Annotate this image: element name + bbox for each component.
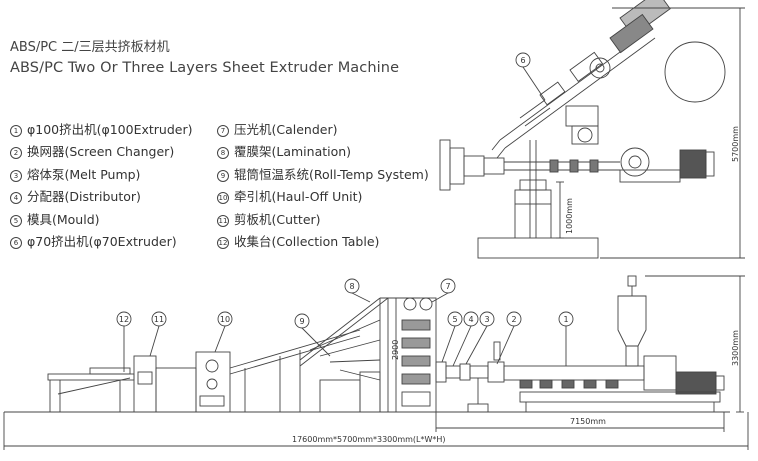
legend-number: 8 bbox=[217, 147, 229, 160]
legend-item: 12 收集台(Collection Table) bbox=[217, 231, 429, 253]
side-height-dim: 5700mm bbox=[731, 126, 740, 162]
legend-number: 7 bbox=[217, 125, 229, 137]
post-height-dim: 1000mm bbox=[565, 198, 574, 234]
legend-number: 6 bbox=[10, 236, 22, 249]
side-view: 6 1000mm 5700mm bbox=[439, 0, 745, 259]
callout-8-label: 8 bbox=[349, 282, 354, 291]
hopper-circle bbox=[664, 41, 726, 103]
legend-text: 剪板机(Cutter) bbox=[234, 211, 321, 227]
cutter: 11 bbox=[133, 311, 197, 413]
callout-9-label: 9 bbox=[299, 317, 304, 326]
callout-5-label: 5 bbox=[452, 315, 457, 324]
legend-text: 熔体泵(Melt Pump) bbox=[27, 166, 141, 182]
callout-7-label: 7 bbox=[445, 282, 450, 291]
front-height-dim: 3300mm bbox=[731, 330, 740, 366]
legend-right: 7 压光机(Calender) 8 覆膜架(Lamination) 9 辊筒恒温系统(… bbox=[217, 119, 429, 253]
callout-6-label: 6 bbox=[520, 56, 525, 65]
legend-text: 压光机(Calender) bbox=[234, 122, 338, 137]
legend-item: 11 剪板机(Cutter) bbox=[217, 209, 429, 231]
title-cn: ABS/PC 二/三层共挤板材机 bbox=[10, 40, 170, 55]
legend-text: 换网器(Screen Changer) bbox=[27, 144, 175, 160]
legend-text: φ70挤出机(φ70Extruder) bbox=[27, 233, 177, 249]
callout-1-label: 1 bbox=[563, 315, 568, 324]
inclined-extruder bbox=[491, 0, 671, 159]
legend-item: 9 辊筒恒温系统(Roll-Temp System) bbox=[217, 164, 429, 186]
legend-item: 3 熔体泵(Melt Pump) bbox=[10, 164, 193, 186]
legend-item: 4 分配器(Distributor) bbox=[10, 186, 193, 208]
legend-text: 辊筒恒温系统(Roll-Temp System) bbox=[234, 166, 429, 182]
legend-number: 9 bbox=[217, 169, 229, 182]
calender: 7 2900 bbox=[391, 278, 456, 413]
front-view: 12 11 10 bbox=[3, 275, 749, 450]
legend-text: φ100挤出机(φ100Extruder) bbox=[27, 122, 193, 137]
legend-text: 分配器(Distributor) bbox=[27, 189, 141, 205]
callout-4-label: 4 bbox=[468, 315, 473, 324]
callout-2-label: 2 bbox=[511, 315, 516, 324]
lamination-frame: 8 9 bbox=[294, 278, 420, 413]
legend-number: 11 bbox=[217, 214, 229, 227]
callout-10-label: 10 bbox=[220, 315, 230, 324]
legend-text: 牵引机(Haul-Off Unit) bbox=[234, 189, 363, 205]
main-extruder-side bbox=[439, 139, 715, 191]
legend-text: 收集台(Collection Table) bbox=[234, 233, 380, 249]
roller-conveyor bbox=[229, 329, 361, 412]
legend-number: 3 bbox=[10, 169, 22, 182]
legend-number: 2 bbox=[10, 147, 22, 160]
legend-number: 5 bbox=[10, 214, 22, 227]
collection-table: 12 bbox=[47, 311, 135, 412]
title-en: ABS/PC Two Or Three Layers Sheet Extrude… bbox=[10, 60, 400, 76]
legend-left: 1 φ100挤出机(φ100Extruder) 2 换网器(Screen Chang… bbox=[10, 119, 193, 253]
legend-item: 8 覆膜架(Lamination) bbox=[217, 141, 429, 163]
legend-number: 4 bbox=[10, 192, 22, 205]
legend-item: 7 压光机(Calender) bbox=[217, 119, 429, 141]
legend-text: 覆膜架(Lamination) bbox=[234, 144, 352, 160]
main-extruder-front: 1 bbox=[503, 275, 725, 412]
legend-number: 1 bbox=[10, 125, 22, 137]
legend-number: 10 bbox=[217, 192, 229, 205]
extruder-length-dim: 7150mm bbox=[570, 417, 606, 426]
legend-item: 1 φ100挤出机(φ100Extruder) bbox=[10, 119, 193, 141]
overall-dim: 17600mm*5700mm*3300mm(L*W*H) bbox=[292, 435, 446, 444]
haul-off-unit: 10 bbox=[195, 311, 233, 413]
side-base bbox=[477, 237, 599, 259]
callout-12-label: 12 bbox=[119, 315, 129, 324]
callout-11-label: 11 bbox=[154, 315, 164, 324]
legend-text: 模具(Mould) bbox=[27, 211, 100, 227]
legend-item: 6 φ70挤出机(φ70Extruder) bbox=[10, 231, 193, 253]
legend-item: 5 模具(Mould) bbox=[10, 209, 193, 231]
legend-number: 12 bbox=[217, 236, 229, 249]
callout-3-label: 3 bbox=[484, 315, 489, 324]
legend-item: 10 牵引机(Haul-Off Unit) bbox=[217, 186, 429, 208]
die-train: 5 4 3 2 bbox=[435, 311, 522, 413]
calender-height-dim: 2900 bbox=[391, 340, 400, 360]
legend-item: 2 换网器(Screen Changer) bbox=[10, 141, 193, 163]
